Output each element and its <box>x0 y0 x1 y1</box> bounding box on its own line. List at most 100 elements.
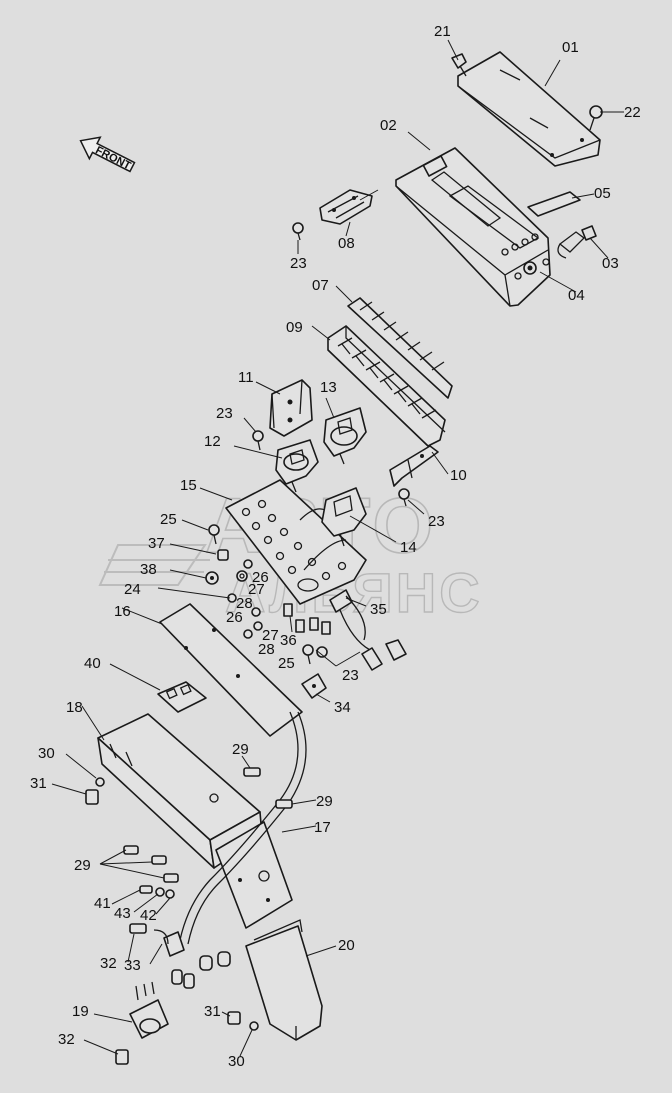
part-28-washer-b <box>243 629 253 639</box>
label-37: 37 <box>148 535 165 552</box>
part-15-plate <box>225 479 367 605</box>
label-26-a: 26 <box>252 569 269 586</box>
part-41-screw <box>139 885 153 894</box>
label-29-b: 29 <box>316 793 333 810</box>
label-34: 34 <box>334 699 351 716</box>
label-32-a: 32 <box>100 955 117 972</box>
label-21: 21 <box>434 23 451 40</box>
part-37-nut <box>217 549 229 561</box>
label-28-a: 28 <box>236 595 253 612</box>
part-23-screw-c <box>398 488 410 507</box>
label-33: 33 <box>124 957 141 974</box>
label-12: 12 <box>204 433 221 450</box>
part-31-bolt-b <box>227 1011 241 1025</box>
part-31-bolt-a <box>85 789 99 805</box>
part-11-bracket <box>269 379 313 437</box>
label-20: 20 <box>338 937 355 954</box>
label-11: 11 <box>238 369 254 386</box>
part-26-washer-a <box>236 570 248 582</box>
label-28-b: 28 <box>258 641 275 658</box>
part-29-screw-a <box>243 767 261 777</box>
part-32-bolt-b <box>115 1049 129 1065</box>
label-07: 07 <box>312 277 329 294</box>
label-23-a: 23 <box>290 255 307 272</box>
part-08-bracket <box>319 189 373 225</box>
part-01-lid <box>457 51 601 167</box>
label-31-b: 31 <box>204 1003 221 1020</box>
label-23-b: 23 <box>216 405 233 422</box>
label-04: 04 <box>568 287 585 304</box>
part-40-switch <box>157 681 207 713</box>
part-25-bolt-a <box>208 524 220 545</box>
label-38: 38 <box>140 561 157 578</box>
part-29-screw-c <box>123 845 179 883</box>
label-26-b: 26 <box>226 609 243 626</box>
label-32-b: 32 <box>58 1031 75 1048</box>
part-20-cover <box>245 919 323 1041</box>
label-24: 24 <box>124 581 141 598</box>
label-09: 09 <box>286 319 303 336</box>
label-08: 08 <box>338 235 355 252</box>
leader-lines <box>51 39 624 1057</box>
label-27-a: 27 <box>248 581 265 598</box>
label-17: 17 <box>314 819 331 836</box>
label-29-c: 29 <box>74 857 91 874</box>
part-27-nut-a <box>243 559 253 569</box>
label-03: 03 <box>602 255 619 272</box>
part-19-switch <box>129 981 169 1039</box>
label-05: 05 <box>594 185 611 202</box>
part-13-switch <box>323 407 367 465</box>
part-23-screw-a <box>292 222 304 241</box>
part-16-plate <box>159 603 303 737</box>
label-40: 40 <box>84 655 101 672</box>
part-23-screw-d <box>316 646 328 658</box>
label-13: 13 <box>320 379 337 396</box>
front-arrow-text: FRONT <box>93 144 132 172</box>
label-42: 42 <box>140 907 157 924</box>
part-03-cable <box>557 225 597 259</box>
part-10-bracket <box>389 445 439 487</box>
label-19: 19 <box>72 1003 89 1020</box>
label-36: 36 <box>280 632 297 649</box>
label-14: 14 <box>400 539 417 556</box>
label-41: 41 <box>94 895 111 912</box>
part-36-spacers <box>283 603 331 635</box>
label-27-b: 27 <box>262 627 279 644</box>
part-22-screw <box>589 105 603 131</box>
part-26-washer-b <box>251 607 261 617</box>
part-34-clip <box>301 673 327 699</box>
label-29-a: 29 <box>232 741 249 758</box>
part-32-bolt-a <box>129 923 147 934</box>
label-23-d: 23 <box>342 667 359 684</box>
part-30-washer-b <box>249 1021 259 1031</box>
part-27-nut-b <box>253 621 263 631</box>
part-38-nut <box>205 571 219 585</box>
label-16: 16 <box>114 603 131 620</box>
label-01: 01 <box>562 39 579 56</box>
part-17-bracket <box>215 821 293 929</box>
part-29-screw-b <box>275 799 293 809</box>
part-21-screw <box>451 53 467 77</box>
part-23-screw-b <box>252 430 264 451</box>
label-31-a: 31 <box>30 775 47 792</box>
part-25-bolt-b <box>302 644 314 665</box>
front-arrow: FRONT <box>79 136 136 173</box>
part-12-switch <box>275 439 319 493</box>
part-14-switch <box>321 487 367 547</box>
label-18: 18 <box>66 699 83 716</box>
part-42-nut <box>165 889 175 899</box>
label-23-c: 23 <box>428 513 445 530</box>
label-43: 43 <box>114 905 131 922</box>
part-05-label <box>527 191 581 217</box>
label-30-b: 30 <box>228 1053 245 1070</box>
part-09-switch-bank <box>327 325 446 447</box>
part-07-switch-strip <box>347 297 453 399</box>
label-25-a: 25 <box>160 511 177 528</box>
label-02: 02 <box>380 117 397 134</box>
part-30-washer-a <box>95 777 105 787</box>
part-33-clamp <box>153 929 169 945</box>
label-15: 15 <box>180 477 197 494</box>
label-30-a: 30 <box>38 745 55 762</box>
